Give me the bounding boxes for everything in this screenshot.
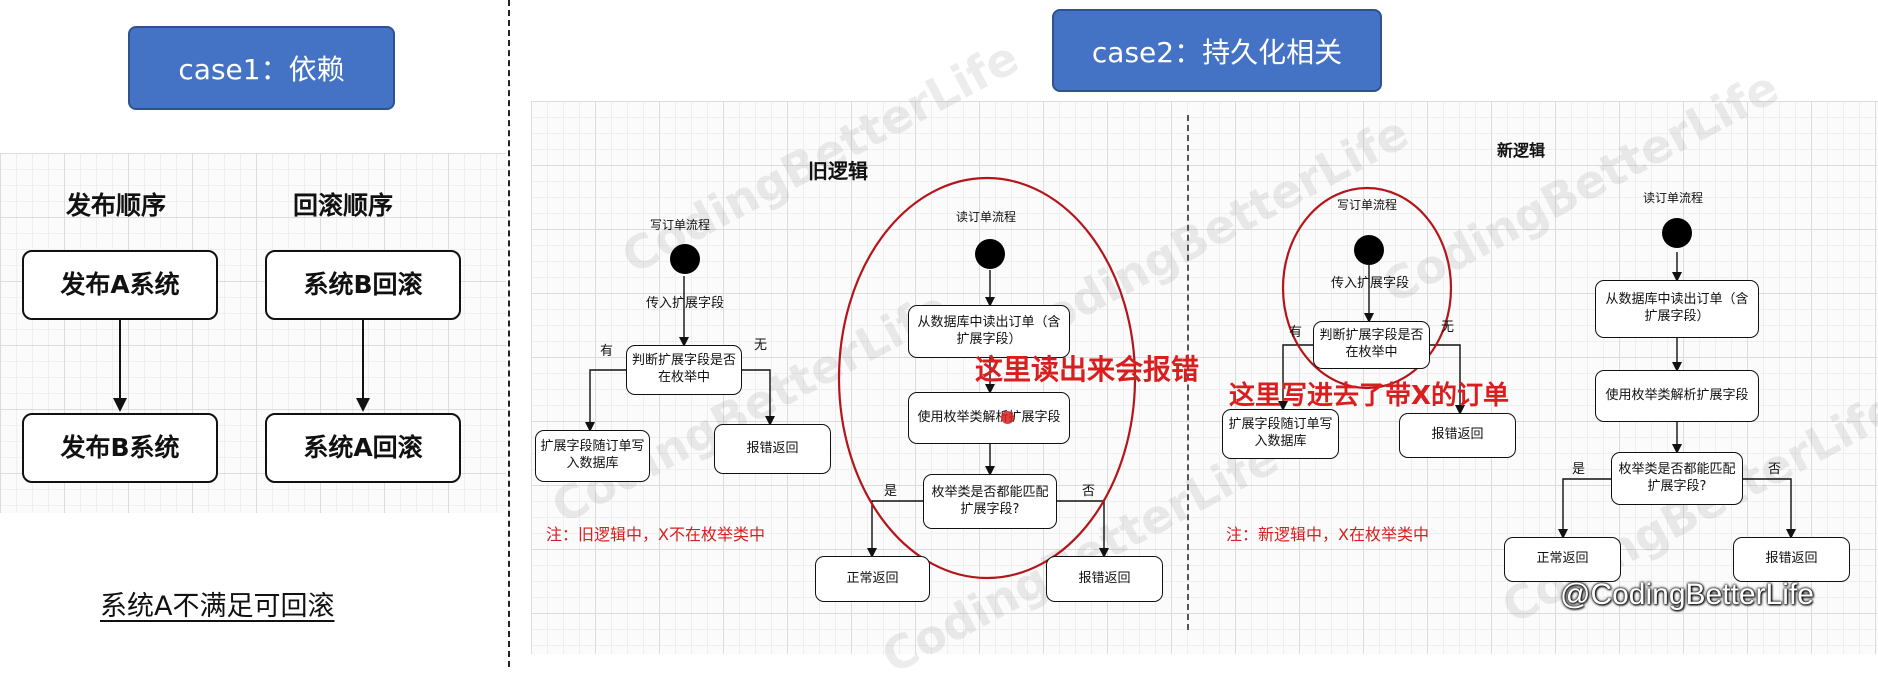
credit-watermark: @CodingBetterLife [1560, 578, 1814, 611]
old-yes-label: 有 [600, 344, 614, 359]
old-note: 注：旧逻辑中，X不在枚举类中 [546, 525, 765, 544]
old-parse-enum-box: 使用枚举类解析扩展字段 [908, 392, 1070, 444]
old-logic-heading: 旧逻辑 [808, 159, 868, 183]
new-match-yes-label: 是 [1572, 462, 1586, 477]
new-yes-label: 有 [1289, 325, 1303, 340]
new-read-start-node [1662, 218, 1692, 248]
old-no-label: 无 [754, 338, 768, 353]
new-match-question-box: 枚举类是否都能匹配扩展字段? [1611, 452, 1743, 505]
new-parse-enum-box: 使用枚举类解析扩展字段 [1595, 370, 1759, 422]
old-check-enum-box: 判断扩展字段是否在枚举中 [626, 345, 742, 395]
old-match-yes-label: 是 [884, 484, 898, 499]
new-read-error-box: 报错返回 [1733, 537, 1850, 582]
new-no-label: 无 [1441, 320, 1455, 335]
old-annotation-marker [1001, 411, 1014, 424]
new-pass-field-label: 传入扩展字段 [1331, 276, 1410, 291]
release-step-b: 发布B系统 [22, 413, 218, 483]
new-write-flow-title: 写订单流程 [1337, 198, 1398, 212]
old-annotation: 这里读出来会报错 [975, 353, 1200, 386]
new-annotation: 这里写进去了带X的订单 [1229, 381, 1510, 411]
new-note: 注：新逻辑中，X在枚举类中 [1226, 525, 1429, 544]
old-normal-return-box: 正常返回 [815, 556, 930, 602]
old-pass-field-label: 传入扩展字段 [646, 296, 725, 311]
old-read-db-box: 从数据库中读出订单（含扩展字段） [908, 305, 1070, 358]
old-write-db-box: 扩展字段随订单写入数据库 [535, 430, 650, 482]
new-write-db-box: 扩展字段随订单写入数据库 [1222, 409, 1339, 459]
rollback-step-b: 系统B回滚 [265, 250, 461, 320]
new-read-flow-title: 读订单流程 [1643, 191, 1704, 205]
new-write-start-node [1354, 235, 1384, 265]
rollback-order-heading: 回滚顺序 [293, 191, 394, 220]
old-write-error-box: 报错返回 [714, 424, 831, 474]
release-step-a: 发布A系统 [22, 250, 218, 320]
new-normal-return-box: 正常返回 [1504, 537, 1621, 582]
new-write-error-box: 报错返回 [1399, 413, 1516, 458]
old-match-no-label: 否 [1082, 484, 1096, 499]
old-new-divider [1187, 115, 1189, 630]
new-check-enum-box: 判断扩展字段是否在枚举中 [1313, 321, 1430, 369]
case1-label: case1：依赖 [128, 26, 395, 110]
flow-connectors [113, 176, 1796, 580]
old-write-flow-title: 写订单流程 [650, 218, 711, 232]
old-write-start-node [670, 244, 700, 274]
case1-conclusion: 系统A不满足可回滚 [100, 591, 335, 622]
old-match-question-box: 枚举类是否都能匹配扩展字段? [923, 474, 1057, 529]
panel-divider [508, 0, 510, 667]
old-read-flow-title: 读订单流程 [956, 210, 1017, 224]
rollback-step-a: 系统A回滚 [265, 413, 461, 483]
case2-label: case2：持久化相关 [1052, 9, 1382, 92]
release-order-heading: 发布顺序 [66, 191, 167, 220]
old-read-start-node [975, 239, 1005, 269]
new-read-db-box: 从数据库中读出订单（含扩展字段） [1595, 280, 1759, 338]
new-match-no-label: 否 [1768, 462, 1782, 477]
new-logic-heading: 新逻辑 [1497, 141, 1546, 160]
old-read-error-box: 报错返回 [1046, 556, 1163, 602]
